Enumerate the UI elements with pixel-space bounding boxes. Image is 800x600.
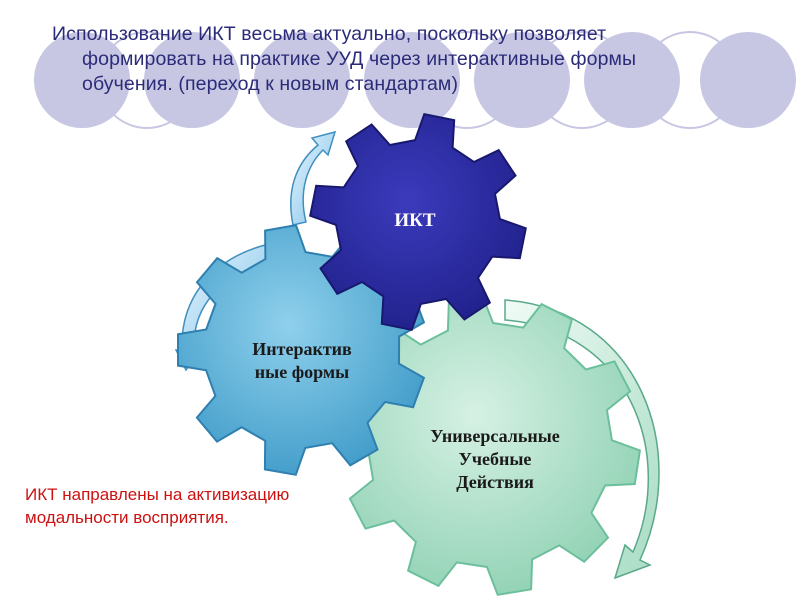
gear-label-line: Учебные xyxy=(458,449,532,469)
decor-ring xyxy=(533,31,631,129)
header-text: Использование ИКТ весьма актуально, поск… xyxy=(52,22,742,97)
decor-circle xyxy=(254,32,350,128)
gear-interactive-label: Интерактив ные формы xyxy=(222,338,382,384)
footer-line: ИКТ направлены на активизацию xyxy=(25,485,290,504)
decorative-circles xyxy=(34,31,796,129)
decor-circle xyxy=(364,32,460,128)
footer-line: модальности восприятия. xyxy=(25,508,229,527)
decor-ring xyxy=(98,31,196,129)
decor-circle xyxy=(474,32,570,128)
gear-shape xyxy=(309,113,527,331)
gear-label-line: ные формы xyxy=(254,362,350,382)
gear-label-line: Интерактив xyxy=(252,339,352,359)
gear-ikt-label: ИКТ xyxy=(350,210,480,232)
footer-text: ИКТ направлены на активизацию модальност… xyxy=(25,483,385,529)
gear-uud-label: Универсальные Учебные Действия xyxy=(395,425,595,494)
gear-label-line: ИКТ xyxy=(394,210,436,231)
decor-ring xyxy=(418,31,516,129)
rotation-arrow-icon xyxy=(290,130,337,226)
rotation-arrow-icon xyxy=(504,299,660,580)
gear-label-line: Действия xyxy=(456,472,534,492)
header-line: обучения. (переход к новым стандартам) xyxy=(82,73,459,95)
decor-circle xyxy=(700,32,796,128)
decor-circle xyxy=(584,32,680,128)
gear-label-line: Универсальные xyxy=(430,426,560,446)
decor-circle xyxy=(144,32,240,128)
header-line: формировать на практике УУД через интера… xyxy=(82,48,637,70)
header-line: Использование ИКТ весьма актуально, поск… xyxy=(52,23,607,45)
decor-ring xyxy=(641,31,739,129)
gear-ikt xyxy=(309,113,527,331)
